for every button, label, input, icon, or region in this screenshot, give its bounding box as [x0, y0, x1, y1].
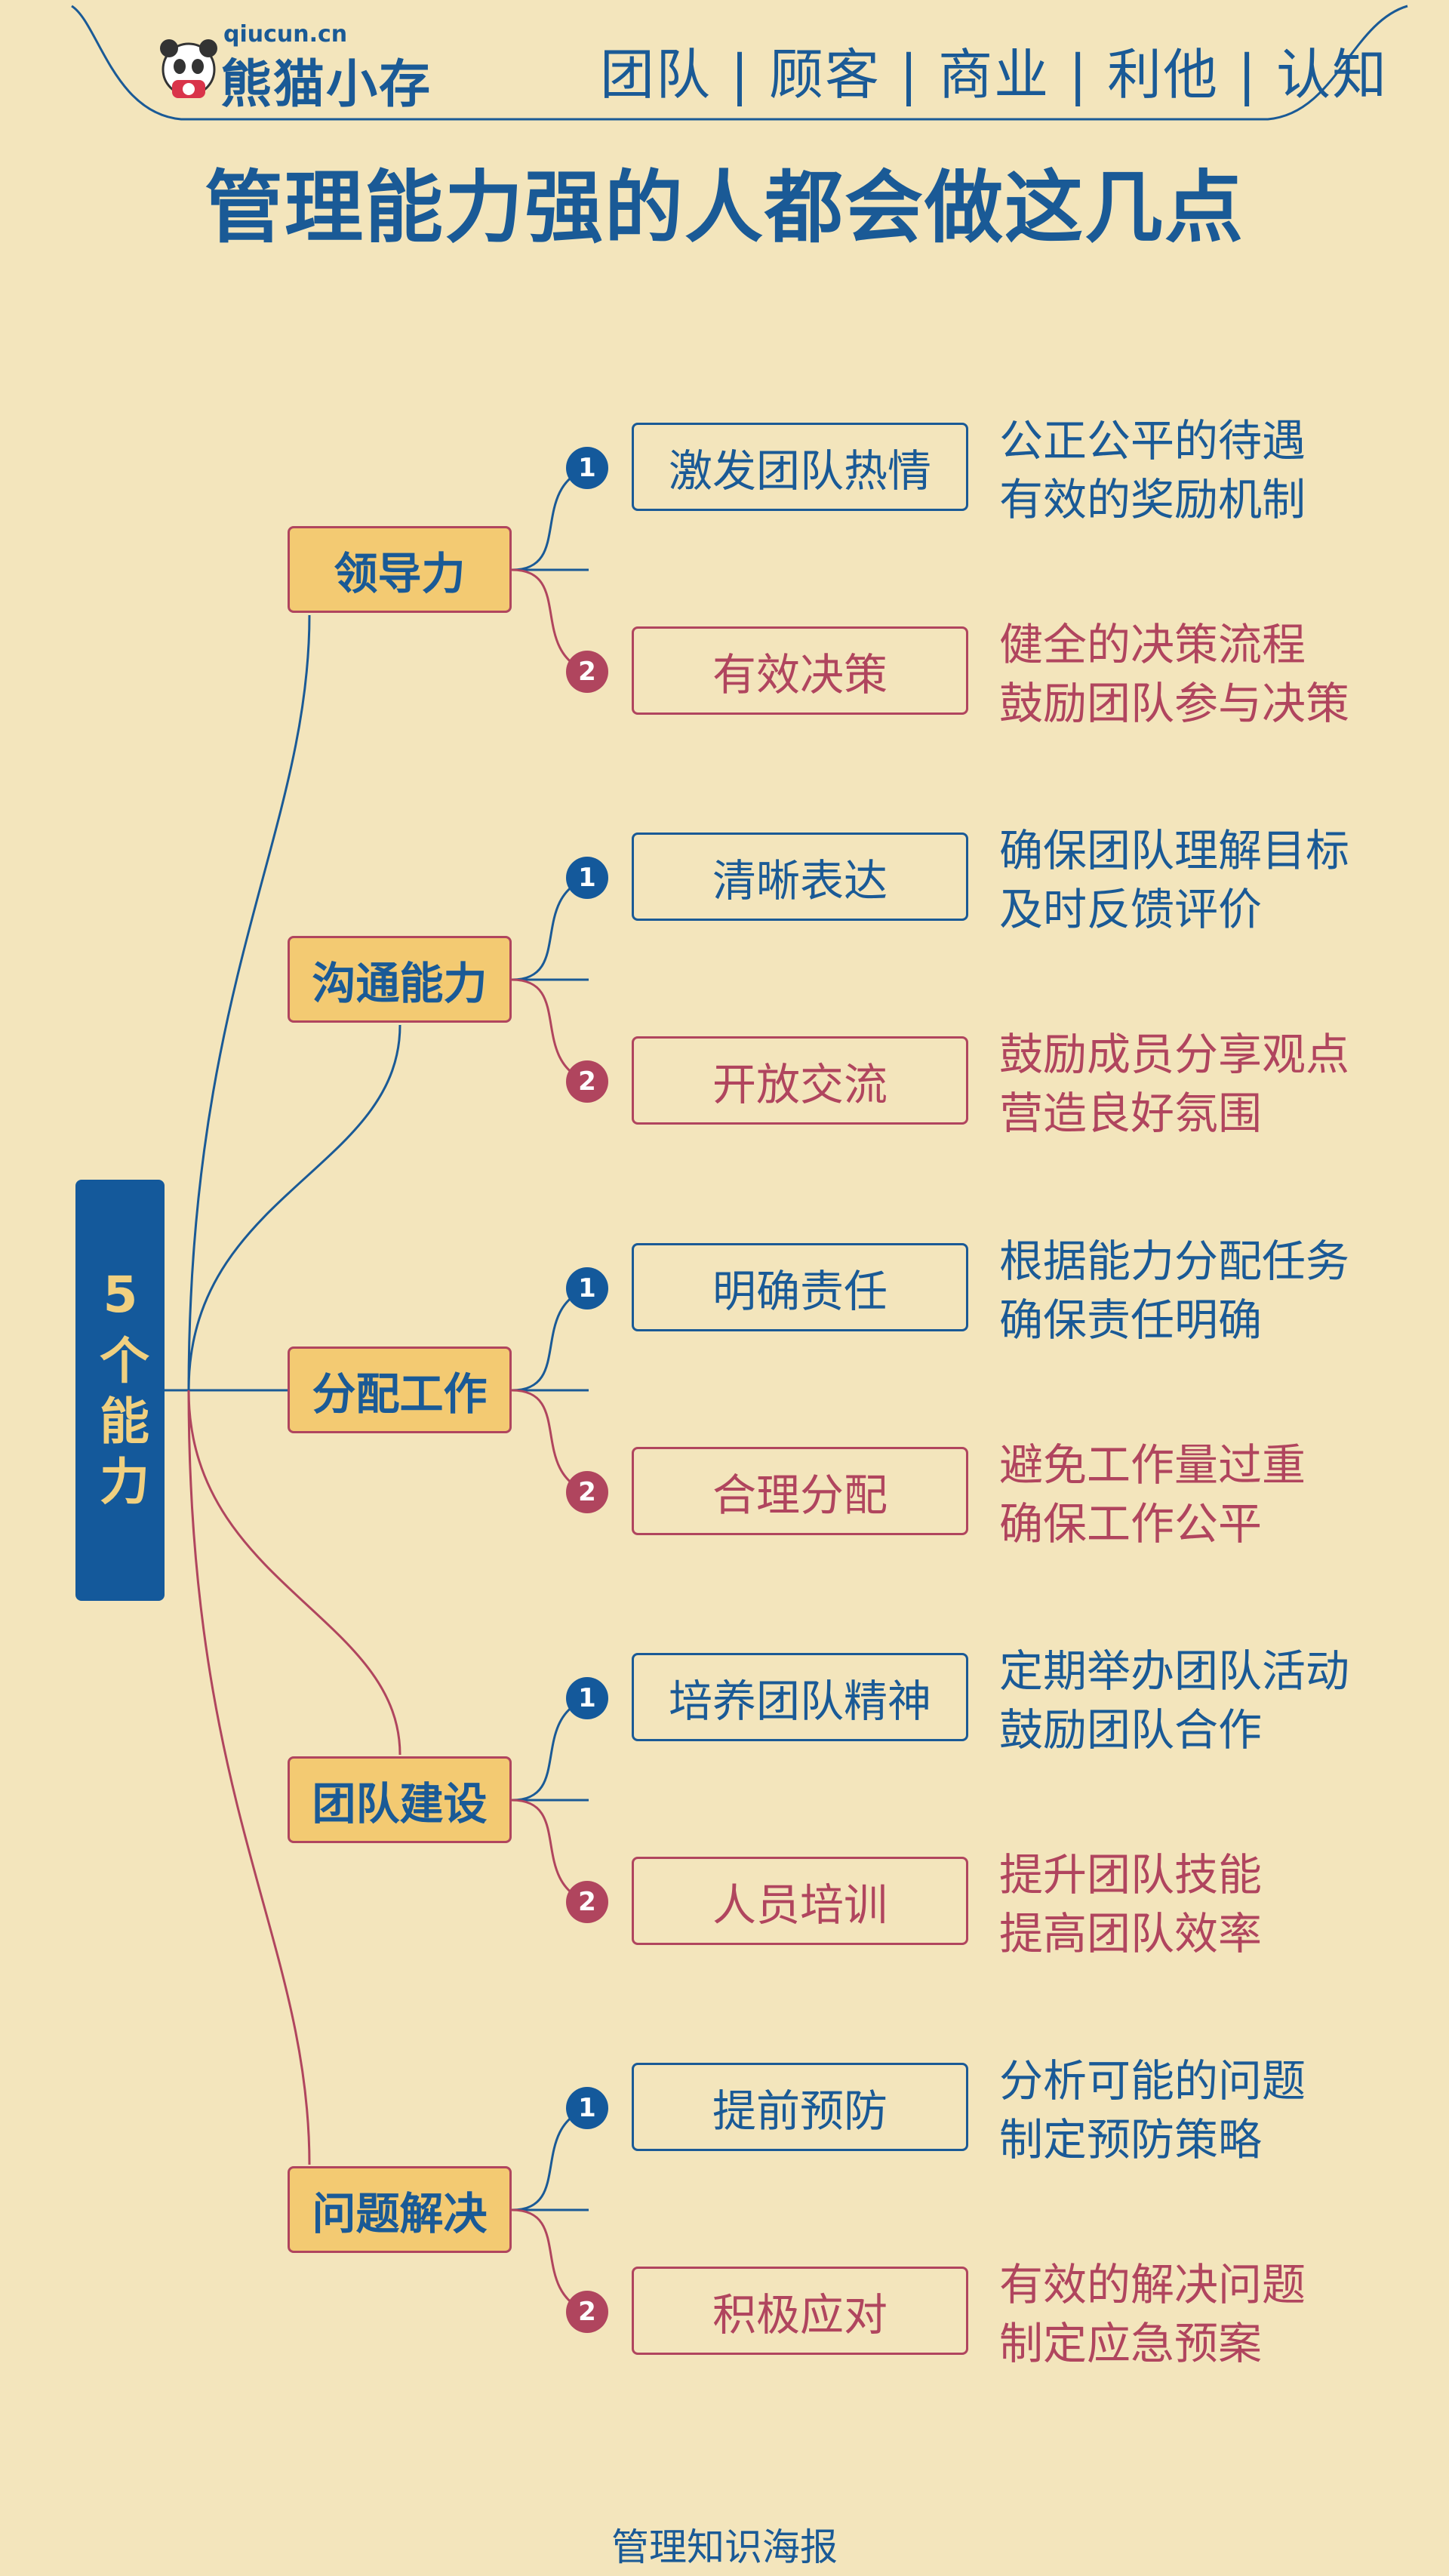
item-node: 人员培训 [632, 1857, 968, 1945]
description-line: 及时反馈评价 [999, 884, 1263, 935]
description-line: 根据能力分配任务 [999, 1236, 1350, 1287]
badge-number-icon: 2 [566, 2291, 608, 2333]
badge-number-icon: 2 [566, 1881, 608, 1923]
badge-number-icon: 1 [566, 2087, 608, 2129]
description-line: 定期举办团队活动 [999, 1645, 1350, 1697]
description-line: 分析可能的问题 [999, 2055, 1306, 2107]
footer-caption: 管理知识海报 [611, 2525, 838, 2569]
item-node: 培养团队精神 [632, 1653, 968, 1741]
item-node: 清晰表达 [632, 833, 968, 921]
item-node: 有效决策 [632, 626, 968, 715]
badge-number-icon: 1 [566, 1267, 608, 1310]
page-title: 管理能力强的人都会做这几点 [204, 162, 1244, 254]
header-frame-line [71, 5, 1408, 121]
category-node-team-building: 团队建设 [288, 1756, 512, 1843]
description-line: 提升团队技能 [999, 1849, 1263, 1900]
item-node: 明确责任 [632, 1243, 968, 1331]
item-description: 提升团队技能 提高团队效率 [999, 1845, 1262, 1963]
badge-number-icon: 1 [566, 447, 608, 489]
description-line: 营造良好氛围 [999, 1088, 1263, 1139]
item-description: 确保团队理解目标 及时反馈评价 [999, 821, 1349, 939]
badge-number-icon: 1 [566, 857, 608, 899]
description-line: 确保责任明确 [999, 1294, 1263, 1346]
item-node: 积极应对 [632, 2267, 968, 2355]
item-node: 开放交流 [632, 1036, 968, 1125]
category-node-delegation: 分配工作 [288, 1346, 512, 1433]
description-line: 提高团队效率 [999, 1908, 1263, 1959]
trunk-curve-2 [187, 1024, 401, 1391]
description-line: 鼓励团队参与决策 [999, 678, 1350, 729]
trunk-curve-4 [187, 1390, 401, 1756]
center-node: 5个能力 [75, 1180, 165, 1601]
center-label: 5个能力 [91, 1265, 149, 1516]
badge-number-icon: 2 [566, 1471, 608, 1513]
item-description: 根据能力分配任务 确保责任明确 [999, 1232, 1349, 1350]
description-line: 避免工作量过重 [999, 1439, 1306, 1491]
trunk-curve-1 [187, 614, 311, 1391]
trunk-curve-5 [187, 1390, 311, 2165]
description-line: 有效的奖励机制 [999, 474, 1306, 525]
description-line: 确保团队理解目标 [999, 825, 1350, 876]
category-node-leadership: 领导力 [288, 526, 512, 613]
item-description: 分析可能的问题 制定预防策略 [999, 2051, 1306, 2169]
item-description: 避免工作量过重 确保工作公平 [999, 1436, 1306, 1553]
description-line: 制定预防策略 [999, 2114, 1263, 2165]
badge-number-icon: 2 [566, 1060, 608, 1103]
description-line: 鼓励团队合作 [999, 1704, 1263, 1756]
description-line: 公正公平的待遇 [999, 415, 1306, 466]
description-line: 制定应急预案 [999, 2318, 1263, 2369]
item-description: 公正公平的待遇 有效的奖励机制 [999, 411, 1306, 529]
badge-number-icon: 2 [566, 651, 608, 693]
item-description: 有效的解决问题 制定应急预案 [999, 2255, 1306, 2373]
header-nav: 团队 | 顾客 | 商业 | 利他 | 认知 [600, 43, 1389, 106]
description-line: 鼓励成员分享观点 [999, 1029, 1350, 1080]
description-line: 有效的解决问题 [999, 2259, 1306, 2310]
description-line: 确保工作公平 [999, 1498, 1263, 1550]
panda-logo-icon [160, 39, 217, 98]
item-description: 定期举办团队活动 鼓励团队合作 [999, 1642, 1349, 1759]
brand-name: 熊猫小存 [220, 55, 432, 115]
badge-number-icon: 1 [566, 1677, 608, 1719]
category-node-communication: 沟通能力 [288, 936, 512, 1023]
description-line: 健全的决策流程 [999, 619, 1306, 670]
item-description: 健全的决策流程 鼓励团队参与决策 [999, 615, 1349, 733]
item-description: 鼓励成员分享观点 营造良好氛围 [999, 1025, 1349, 1143]
item-node: 合理分配 [632, 1447, 968, 1535]
item-node: 激发团队热情 [632, 423, 968, 511]
item-node: 提前预防 [632, 2063, 968, 2151]
brand-url[interactable]: qiucun.cn [223, 21, 348, 48]
category-node-problem-solving: 问题解决 [288, 2166, 512, 2253]
